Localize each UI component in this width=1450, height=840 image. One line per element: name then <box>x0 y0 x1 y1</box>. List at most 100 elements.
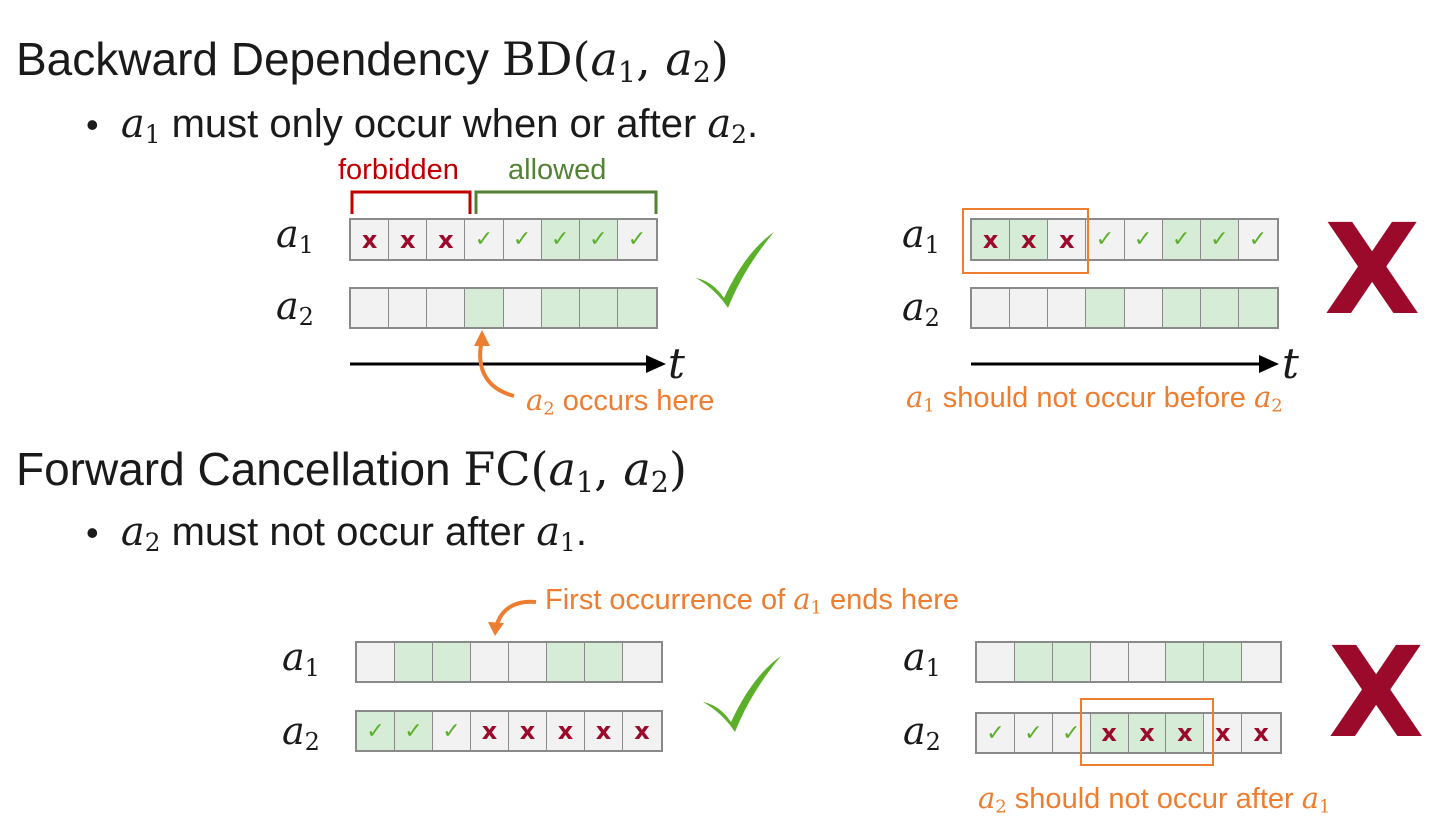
timeline-cell <box>1162 289 1201 327</box>
fc-left-row1-bar <box>355 641 663 683</box>
cross-icon: x <box>982 225 999 254</box>
timeline-cell <box>509 643 547 681</box>
timeline-cell <box>1204 643 1243 681</box>
fc-right-row1-label: a1 <box>903 635 941 682</box>
cross-icon: x <box>438 225 454 254</box>
cross-icon: x <box>1139 719 1155 747</box>
timeline-cell: ✓ <box>357 712 395 750</box>
timeline-cell: x <box>547 712 585 750</box>
timeline-cell <box>1166 643 1205 681</box>
bd-right-row2-bar <box>970 287 1279 329</box>
timeline-cell: ✓ <box>1086 220 1125 259</box>
fc-right-annotation: a2 should not occur after a1 <box>978 781 1331 818</box>
brackets <box>350 190 658 214</box>
bd-right-row1-label: a1 <box>902 212 940 259</box>
check-icon: ✓ <box>627 227 647 252</box>
bd-rule: • a1 must only occur when or after a2. <box>86 101 759 150</box>
timeline-cell <box>547 643 585 681</box>
timeline-cell: ✓ <box>1200 220 1239 259</box>
check-icon: ✓ <box>1095 227 1115 252</box>
check-icon: ✓ <box>404 718 423 744</box>
fc-top-arrow <box>488 599 537 636</box>
timeline-cell <box>433 643 471 681</box>
cross-icon: x <box>557 717 574 745</box>
bd-right-verdict-cross-icon: X <box>1324 198 1421 343</box>
fc-rule: • a2 must not occur after a1. <box>86 509 587 558</box>
forbidden-label: forbidden <box>338 154 459 186</box>
cross-icon: x <box>361 225 378 254</box>
timeline-cell <box>465 289 504 327</box>
fc-title: Forward Cancellation FC(a1, a2) <box>16 442 687 500</box>
timeline-cell <box>395 643 433 681</box>
timeline-cell: x <box>1128 714 1167 752</box>
timeline-cell: x <box>427 220 466 259</box>
timeline-cell <box>471 643 509 681</box>
timeline-cell: ✓ <box>617 220 656 259</box>
timeline-cell <box>427 289 466 327</box>
cross-icon: x <box>519 717 536 745</box>
timeline-cell <box>585 643 623 681</box>
timeline-cell <box>1086 289 1125 327</box>
timeline-cell <box>617 289 656 327</box>
bd-left-row2-bar <box>349 287 658 329</box>
cross-icon: x <box>1214 719 1231 747</box>
timeline-cell <box>579 289 618 327</box>
fc-top-annotation: First occurrence of a1 ends here <box>545 582 959 619</box>
check-icon: ✓ <box>366 718 385 744</box>
timeline-cell <box>1048 289 1087 327</box>
check-icon: ✓ <box>550 227 570 252</box>
check-icon: ✓ <box>986 720 1005 746</box>
timeline-cell: ✓ <box>1238 220 1277 259</box>
fc-right-verdict-cross-icon: X <box>1328 621 1425 766</box>
timeline-cell <box>1128 643 1167 681</box>
timeline-cell: x <box>972 220 1011 259</box>
timeline-cell <box>972 289 1011 327</box>
timeline-cell: ✓ <box>579 220 618 259</box>
bd-right-axis-label: t <box>1282 339 1299 388</box>
check-icon: ✓ <box>442 718 461 744</box>
timeline-cell: ✓ <box>541 220 580 259</box>
check-icon: ✓ <box>512 227 532 252</box>
timeline-cell <box>389 289 428 327</box>
timeline-cell: x <box>351 220 390 259</box>
bd-left-axis-label: t <box>668 339 685 388</box>
cross-icon: x <box>1101 719 1117 747</box>
cross-icon: x <box>1059 225 1075 254</box>
fc-right-row2-label: a2 <box>903 709 941 756</box>
bd-title: Backward Dependency BD(a1, a2) <box>16 32 729 90</box>
bd-right-highlight-box <box>962 208 1089 274</box>
fc-left-row2-label: a2 <box>282 709 320 756</box>
timeline-cell: ✓ <box>977 714 1015 752</box>
cross-icon: x <box>1177 719 1193 747</box>
cross-icon: x <box>595 717 612 745</box>
timeline-cell <box>623 643 661 681</box>
timeline-cell: ✓ <box>1162 220 1201 259</box>
timeline-cell: x <box>1204 714 1243 752</box>
timeline-cell: x <box>585 712 623 750</box>
timeline-cell: x <box>623 712 661 750</box>
bd-left-time-axis <box>350 355 666 373</box>
bd-left-annotation: a2 occurs here <box>526 383 715 420</box>
cross-icon: x <box>1253 719 1269 747</box>
fc-left-verdict-check-icon <box>703 656 781 732</box>
check-icon: ✓ <box>1210 227 1229 252</box>
timeline-cell <box>977 643 1015 681</box>
bd-left-verdict-check-icon <box>696 232 774 308</box>
bd-right-time-axis <box>971 355 1279 373</box>
allowed-label: allowed <box>508 154 607 186</box>
bd-right-annotation: a1 should not occur before a2 <box>906 380 1283 417</box>
timeline-cell: ✓ <box>465 220 504 259</box>
cross-icon: x <box>634 717 650 745</box>
cross-icon: x <box>399 225 416 254</box>
timeline-cell <box>1014 643 1053 681</box>
timeline-cell <box>1010 289 1049 327</box>
check-icon: ✓ <box>1248 227 1268 252</box>
fc-right-highlight-box <box>1080 698 1214 766</box>
timeline-cell <box>1124 289 1163 327</box>
timeline-cell: ✓ <box>503 220 542 259</box>
timeline-cell <box>541 289 580 327</box>
timeline-cell <box>1238 289 1277 327</box>
